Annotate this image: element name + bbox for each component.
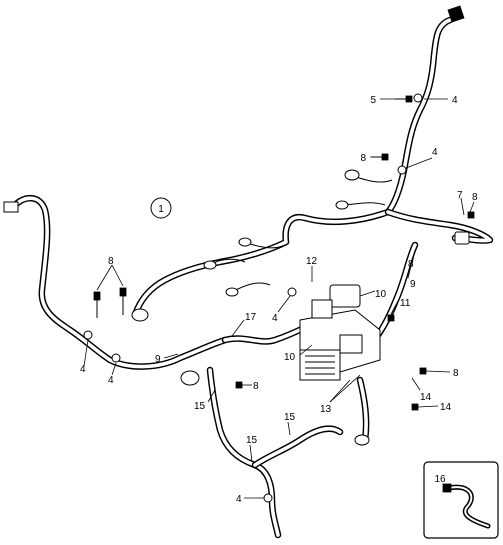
callout-4: 4 <box>452 95 458 106</box>
callout-15: 15 <box>284 412 296 423</box>
callout-8: 8 <box>408 259 414 270</box>
callout-15: 15 <box>246 435 258 446</box>
callout-13: 13 <box>320 404 332 415</box>
sensor-plug <box>335 200 349 210</box>
assembly-label: 1 <box>150 197 172 219</box>
callout-4: 4 <box>80 364 86 375</box>
callout-14: 14 <box>420 392 432 403</box>
callout-14: 14 <box>440 402 452 413</box>
harness-wires <box>10 16 494 539</box>
callout-7: 7 <box>457 190 463 201</box>
sensor-plug <box>344 169 360 181</box>
sensor-plug <box>180 370 200 386</box>
sensor-plug <box>225 287 239 297</box>
clip <box>111 353 121 363</box>
callout-15: 15 <box>194 401 206 412</box>
callout-10: 10 <box>284 352 296 363</box>
callout-4: 4 <box>236 494 242 505</box>
components <box>3 5 475 503</box>
callout-12: 12 <box>306 256 318 267</box>
bolt <box>235 381 243 389</box>
inset-box: 16 <box>423 461 499 539</box>
callout-8: 8 <box>253 381 259 392</box>
bolt <box>419 367 427 375</box>
bolt <box>93 291 101 318</box>
clip <box>413 93 423 103</box>
callout-8: 8 <box>453 368 459 379</box>
clip <box>83 330 93 340</box>
top-connector <box>447 5 465 23</box>
right-end-connector <box>454 231 470 245</box>
callout-8: 8 <box>472 192 478 203</box>
clip <box>287 287 297 297</box>
callout-10: 10 <box>375 289 387 300</box>
callout-11: 11 <box>400 298 411 309</box>
bolt <box>467 211 475 219</box>
sensor-plug <box>238 237 252 247</box>
callout-5: 5 <box>370 95 376 106</box>
leader-lines <box>83 98 475 499</box>
callout-8: 8 <box>360 153 366 164</box>
callouts: 5 4 8 4 7 8 8 9 8 12 4 10 11 17 9 10 8 4… <box>80 95 478 505</box>
sensor-plug <box>131 308 149 322</box>
callout-9: 9 <box>155 354 161 365</box>
callout-9: 9 <box>410 279 416 290</box>
relay-box <box>299 284 381 381</box>
bolt <box>119 287 127 315</box>
sensor-plug <box>203 260 217 270</box>
callout-4: 4 <box>272 313 278 324</box>
callout-8: 8 <box>108 256 114 267</box>
bolt <box>387 314 395 322</box>
callout-17: 17 <box>245 312 257 323</box>
clip <box>397 165 407 175</box>
sensor-plug <box>354 434 370 446</box>
clip <box>263 493 273 503</box>
assembly-number: 1 <box>158 204 164 215</box>
callout-4: 4 <box>432 147 438 158</box>
bolt <box>411 403 419 411</box>
inset-callout: 16 <box>434 474 446 485</box>
callout-4: 4 <box>108 375 114 386</box>
left-connector <box>3 201 19 213</box>
